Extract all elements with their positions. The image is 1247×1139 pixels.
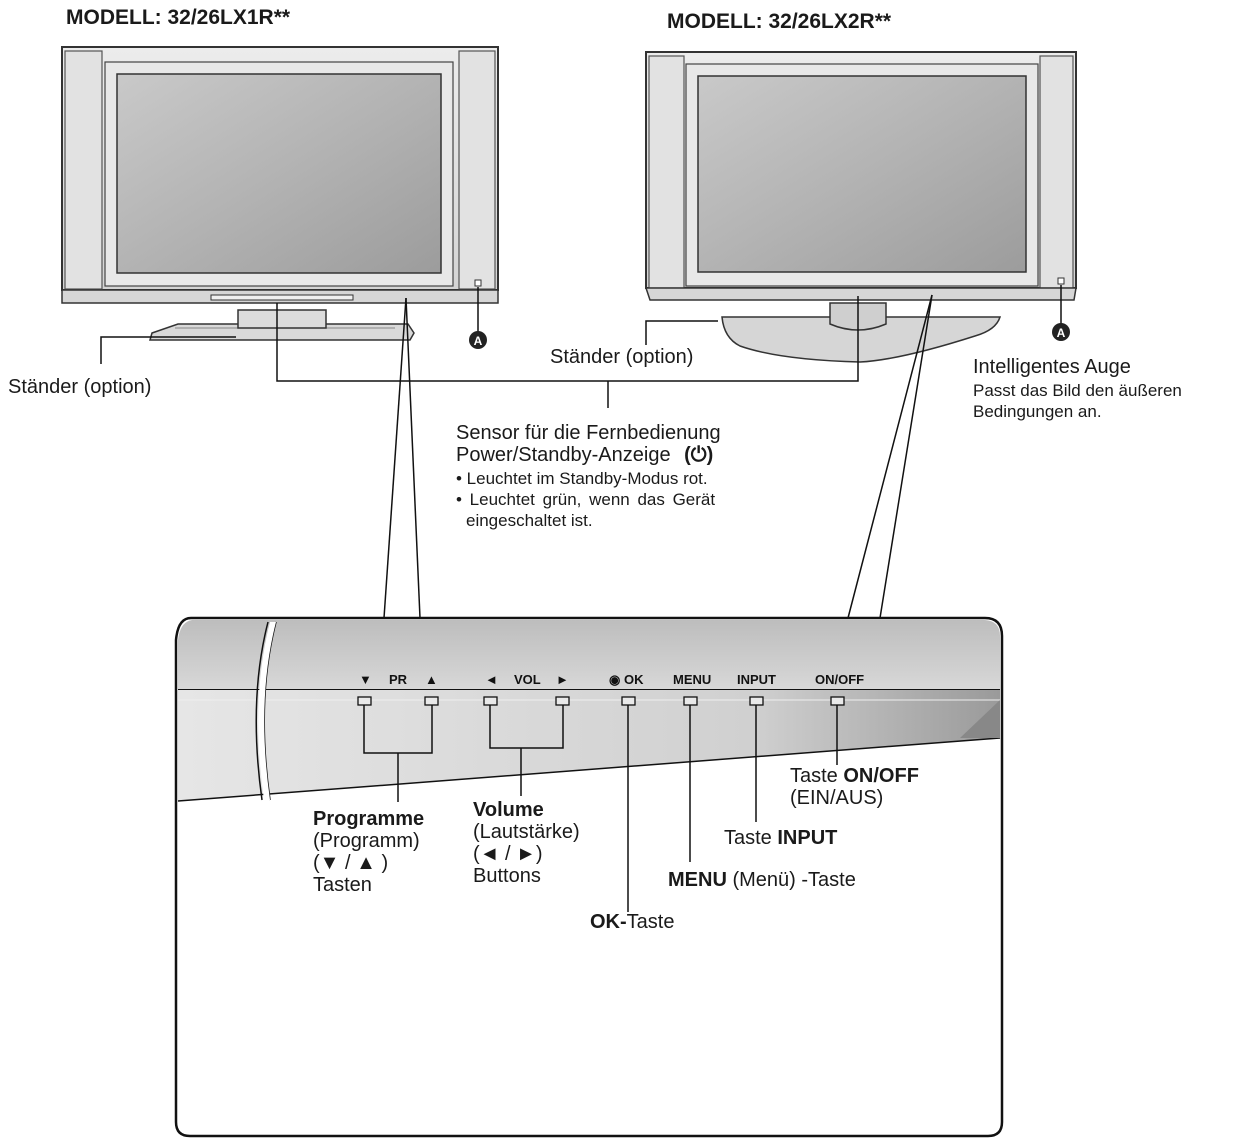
input-title: INPUT [777,827,838,849]
sensor-bullet2b: eingeschaltet ist. [466,511,593,530]
marker-a-left [469,287,487,349]
volume-title: Volume [473,799,544,821]
menu-callout: MENU (Menü) -Taste [668,869,856,891]
eye-desc-line1: Passt das Bild den äußeren [973,381,1182,400]
control-panel-zoom [174,616,1004,1138]
onoff-title: ON/OFF [843,765,919,787]
leader-lines [100,294,933,619]
power-standby-icon: (⏻) [684,444,714,466]
ok-rest: Taste [626,911,675,933]
eye-title: Intelligentes Auge [973,356,1131,378]
onoff-callout: Taste ON/OFF (EIN/AUS) [790,765,919,809]
input-callout: Taste INPUT [724,827,837,849]
menu-rest: (Menü) -Taste [726,869,856,891]
volume-arrows: (◄ / ►) [473,843,543,865]
eye-callout: Intelligentes Auge Passt das Bild den äu… [973,356,1182,422]
programme-callout: Programme (Programm) (▼ / ▲ ) Tasten [313,808,424,896]
programme-title: Programme [313,808,425,830]
stand-label-left: Ständer (option) [8,376,152,398]
volume-sub: (Lautstärke) [473,821,580,843]
ok-callout: OK-Taste [590,911,674,933]
volume-callout: Volume (Lautstärke) (◄ / ►) Buttons [473,799,580,887]
volume-end: Buttons [473,865,541,887]
sensor-callout: Sensor für die Fernbedienung Power/Stand… [456,422,721,531]
menu-title: MENU [668,869,727,891]
sensor-line2: Power/Standby-Anzeige [456,444,671,466]
onoff-pre: Taste [790,765,844,787]
stand-label-right: Ständer (option) [550,346,694,368]
tv-left [61,46,499,341]
tv-right [644,51,1077,363]
programme-arrows: (▼ / ▲ ) [313,852,389,874]
eye-desc-line2: Bedingungen an. [973,402,1102,421]
sensor-bullet1: • Leuchtet im Standby-Modus rot. [456,469,708,488]
input-pre: Taste [724,827,778,849]
model-title-left: MODELL: 32/26LX1R** [66,6,291,29]
programme-end: Tasten [313,874,372,896]
programme-sub: (Programm) [313,830,420,852]
sensor-bullet2a: • Leuchtet grün, wenn das Gerät [456,490,716,509]
sensor-line1: Sensor für die Fernbedienung [456,422,721,444]
sensor-line2-wrap: Power/Standby-Anzeige (⏻) [456,444,721,466]
model-title-right: MODELL: 32/26LX2R** [667,10,892,33]
onoff-sub: (EIN/AUS) [790,787,884,809]
marker-a-right [1052,285,1070,341]
ok-title: OK- [590,911,627,933]
